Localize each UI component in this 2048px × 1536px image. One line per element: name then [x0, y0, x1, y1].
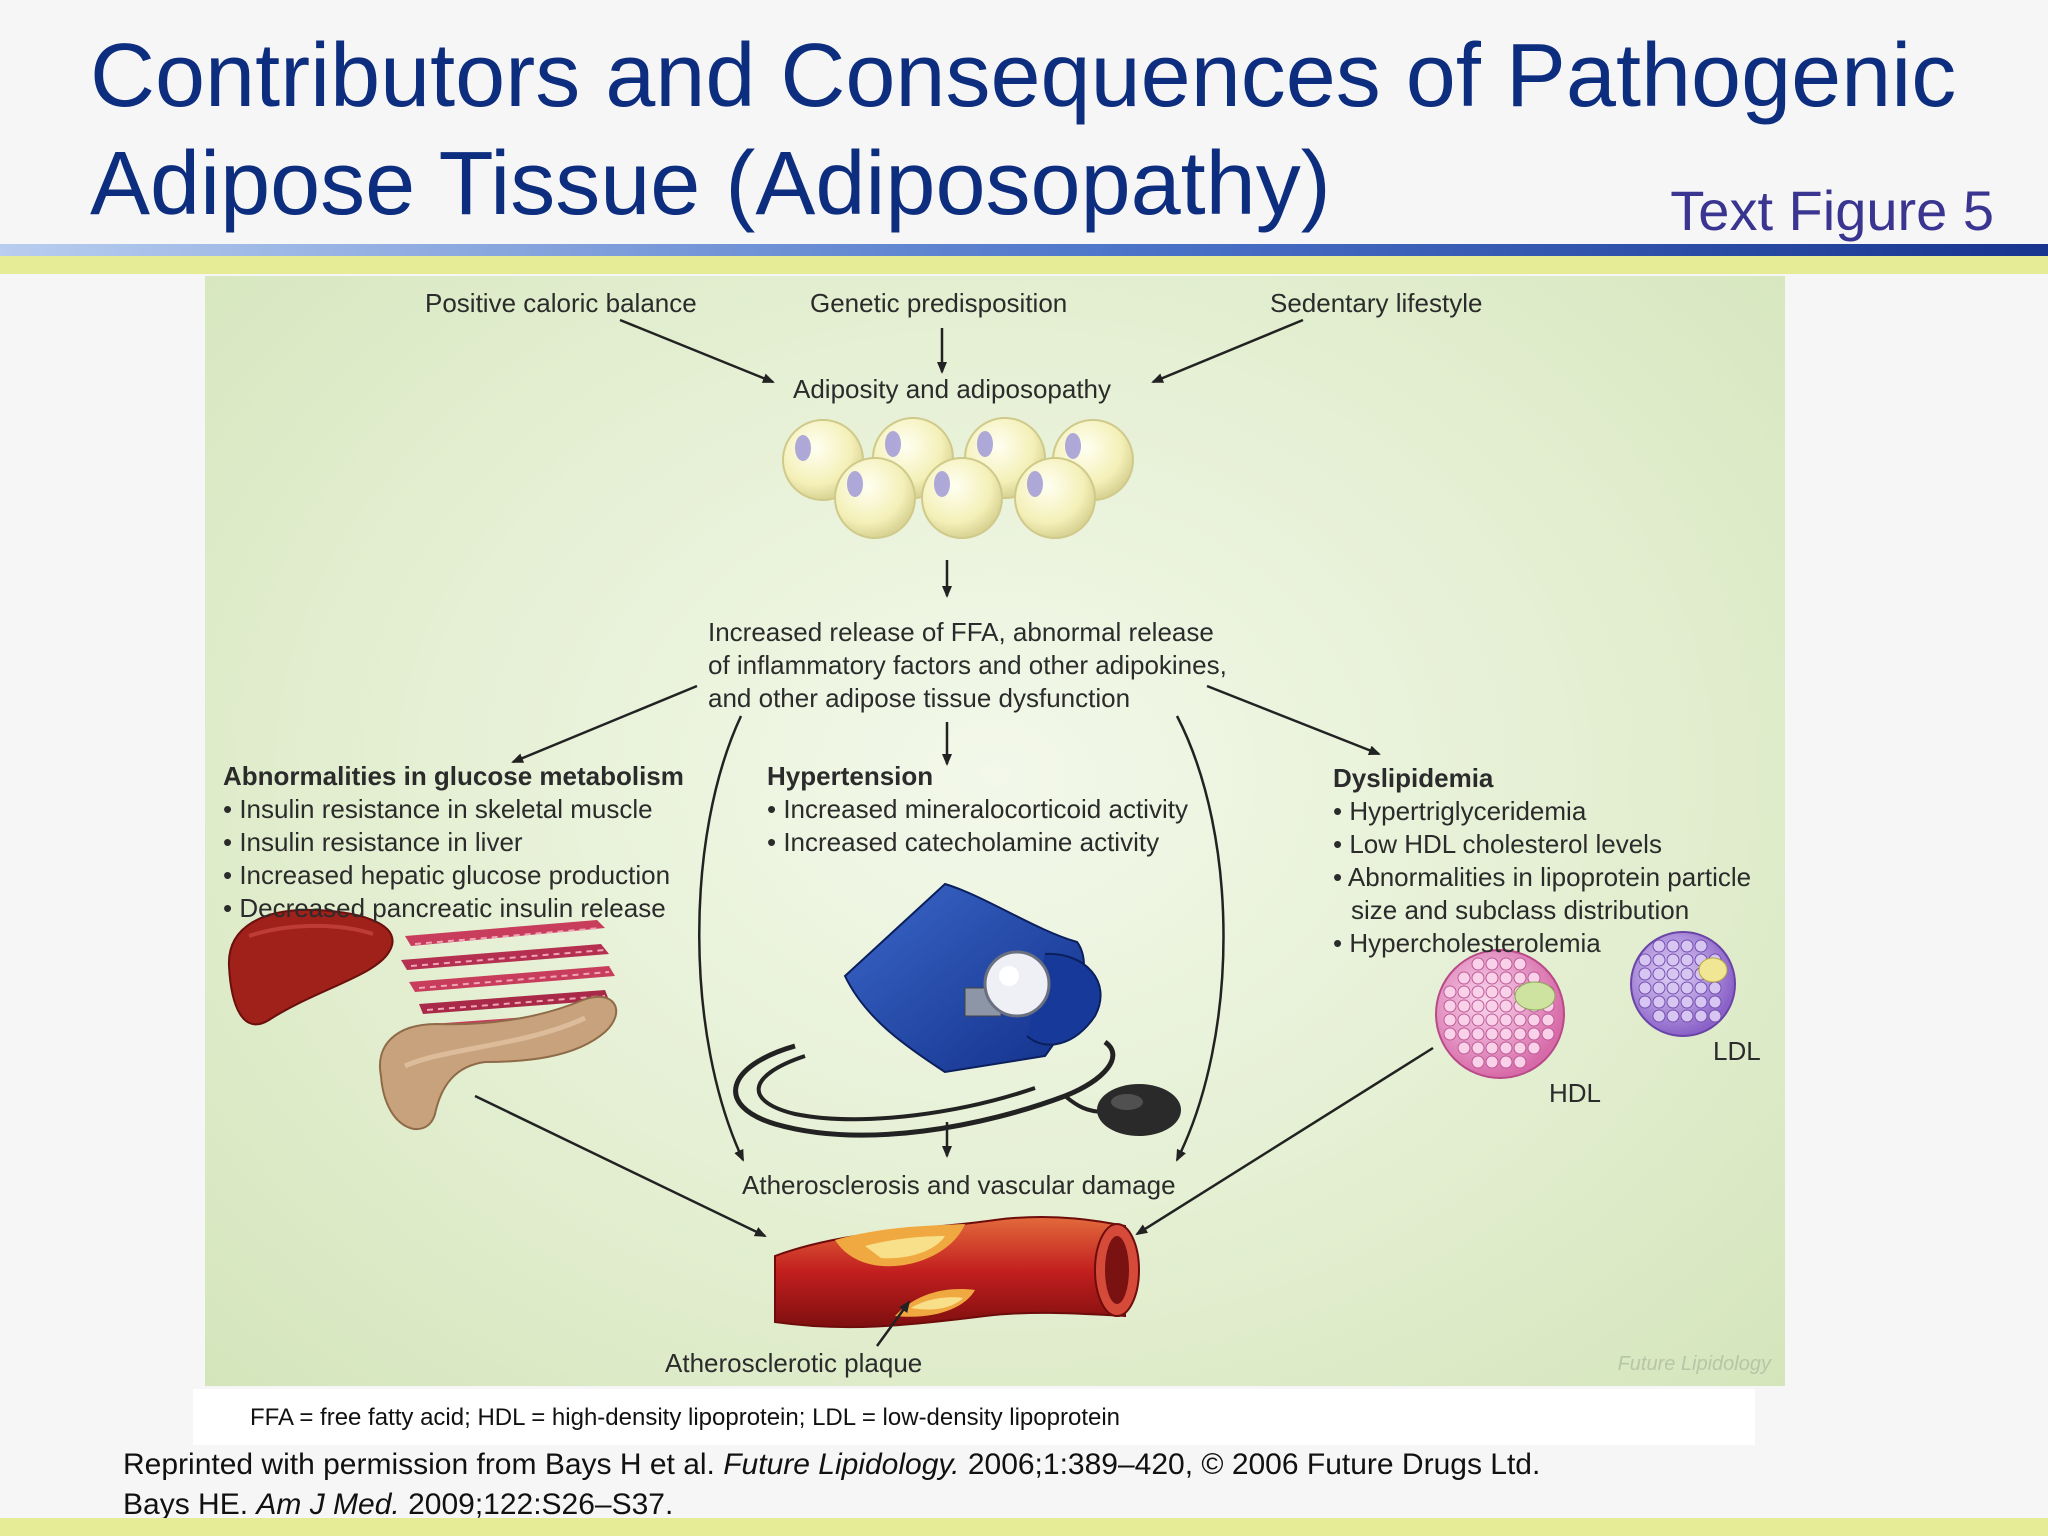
reference-1-text: Reprinted with permission from Bays H et…	[123, 1448, 724, 1481]
reference-2-details: 2009;122:S26–S37.	[399, 1488, 674, 1521]
reference-1-journal: Future Lipidology.	[723, 1448, 960, 1481]
reference-2-text: Bays HE.	[123, 1488, 257, 1521]
abbreviations-text: FFA = free fatty acid; HDL = high-densit…	[250, 1404, 1121, 1431]
footer-divider-yellow	[0, 1518, 2048, 1536]
ldl-label: LDL	[1713, 1036, 1761, 1066]
abbreviations-box	[193, 1389, 1755, 1445]
hypertension-item: • Increased catecholamine activity	[767, 827, 1160, 857]
hypertension-heading: Hypertension	[767, 761, 934, 791]
glucose-item: • Insulin resistance in liver	[223, 827, 523, 857]
reference-line-2: Bays HE. Am J Med. 2009;122:S26–S37.	[123, 1488, 673, 1522]
reference-2-journal: Am J Med.	[256, 1488, 400, 1521]
hypertension-item: • Increased mineralocorticoid activity	[767, 794, 1188, 824]
arrow-pancreas-to-vessel	[474, 1094, 767, 1238]
arrow-sedentary-to-adiposity	[1151, 318, 1304, 384]
dyslipidemia-item: • Abnormalities in lipoprotein particle	[1333, 862, 1752, 892]
publisher-watermark: Future Lipidology	[1617, 1353, 1771, 1375]
release-line: and other adipose tissue dysfunction	[708, 683, 1131, 713]
arrow-lipoproteins-to-vessel	[1135, 1046, 1434, 1236]
figure-label: Text Figure 5	[1670, 179, 1994, 242]
hypertension-block: Hypertension • Increased mineralocortico…	[767, 760, 1188, 859]
slide-title: Contributors and Consequences of Pathoge…	[90, 26, 1957, 234]
dyslipidemia-block: Dyslipidemia • Hypertriglyceridemia • Lo…	[1333, 762, 1751, 960]
header-divider-blue	[0, 244, 2048, 256]
reference-line-1: Reprinted with permission from Bays H et…	[123, 1448, 1540, 1482]
release-line: of inflammatory factors and other adipok…	[708, 650, 1227, 680]
blood-pressure-cuff-illustration	[733, 882, 1181, 1138]
atherosclerosis-label: Atherosclerosis and vascular damage	[742, 1170, 1176, 1200]
dyslipidemia-heading: Dyslipidemia	[1333, 763, 1494, 793]
release-line: Increased release of FFA, abnormal relea…	[708, 617, 1214, 647]
contributor-positive-caloric-balance: Positive caloric balance	[425, 288, 697, 318]
ldl-particle-illustration	[1630, 931, 1736, 1037]
dyslipidemia-item: • Hypercholesterolemia	[1333, 928, 1601, 958]
arrow-release-to-glucose	[511, 684, 698, 764]
contributor-genetic-predisposition: Genetic predisposition	[810, 288, 1068, 318]
arrow-caloric-to-adiposity	[619, 318, 775, 384]
release-description: Increased release of FFA, abnormal relea…	[708, 616, 1227, 715]
glucose-item: • Increased hepatic glucose production	[223, 860, 671, 890]
adiposopathy-figure: Positive caloric balance Genetic predisp…	[205, 276, 1785, 1386]
reference-1-details: 2006;1:389–420, © 2006 Future Drugs Ltd.	[959, 1448, 1541, 1481]
dyslipidemia-item: size and subclass distribution	[1351, 895, 1690, 925]
adipocyte-cluster	[782, 417, 1134, 539]
figure-graphics	[227, 318, 1736, 1347]
pancreas-illustration	[379, 995, 617, 1131]
dyslipidemia-item: • Low HDL cholesterol levels	[1333, 829, 1662, 859]
dyslipidemia-item: • Hypertriglyceridemia	[1333, 796, 1587, 826]
hdl-particle-illustration	[1435, 949, 1565, 1079]
arrow-plaque-label	[875, 1300, 911, 1347]
glucose-metabolism-heading: Abnormalities in glucose metabolism	[223, 761, 684, 791]
contributor-sedentary-lifestyle: Sedentary lifestyle	[1270, 288, 1483, 318]
arrow-curve-right-to-atherosclerosis	[1175, 715, 1225, 1162]
hdl-label: HDL	[1549, 1078, 1602, 1108]
artery-with-plaque-illustration	[774, 1216, 1140, 1329]
arrow-release-to-dyslipidemia	[1206, 684, 1381, 756]
plaque-label: Atherosclerotic plaque	[665, 1348, 923, 1378]
glucose-metabolism-block: Abnormalities in glucose metabolism • In…	[223, 760, 684, 925]
adiposity-label: Adiposity and adiposopathy	[793, 374, 1112, 404]
glucose-item: • Insulin resistance in skeletal muscle	[223, 794, 653, 824]
glucose-item: • Decreased pancreatic insulin release	[223, 893, 666, 923]
header-divider-yellow	[0, 256, 2048, 274]
liver-illustration	[227, 908, 394, 1026]
arrow-curve-left-to-atherosclerosis	[698, 715, 745, 1162]
